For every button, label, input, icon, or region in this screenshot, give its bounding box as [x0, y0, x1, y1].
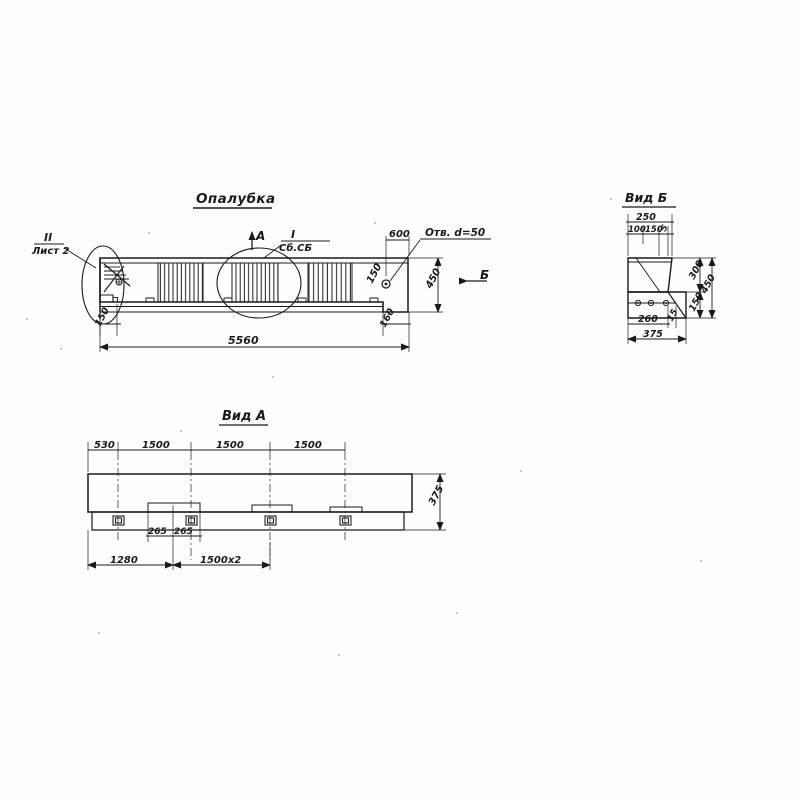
- view-a-centerlines: [117, 452, 346, 560]
- dim-600-label: 600: [389, 229, 410, 240]
- rib-band-2: [232, 263, 278, 302]
- sheet-ref-callout: II Лист 2: [31, 231, 97, 269]
- main-view-group: Опалубка: [31, 191, 491, 352]
- vb-dim-5-label: 5: [659, 223, 671, 233]
- rib-band-3-outline: [307, 262, 353, 303]
- view-a-bottom-dims: 1280 1500х2: [87, 530, 271, 570]
- view-a-anchor-pads: [147, 502, 363, 512]
- bottom-notches: [145, 297, 379, 302]
- rib-band-1: [158, 263, 203, 302]
- va-dim-530-label: 530: [94, 440, 115, 451]
- vb-dim-100-label: 100: [628, 225, 646, 235]
- rib-band-1-outline: [157, 262, 204, 303]
- va-dim-1500x2-label: 1500х2: [200, 555, 241, 566]
- dim-overall-length: 5560: [99, 312, 410, 352]
- left-insert-box: [112, 297, 118, 303]
- view-b-top-dims: 250 100 150 5: [626, 212, 674, 256]
- sheet-ref-leader: [63, 247, 97, 269]
- view-b-title: Вид Б: [625, 190, 667, 205]
- dim-hole-from-end: 600: [385, 229, 410, 276]
- va-dim-s1-label: 1500: [142, 440, 170, 451]
- view-a-arrow-label: А: [255, 229, 265, 243]
- detail-callout-i: I Сб.СБ: [263, 228, 330, 259]
- detail-bubble-i: [216, 247, 302, 319]
- dim-right-offset: 160: [378, 306, 411, 336]
- rib-band-2-outline: [231, 262, 279, 303]
- view-a-top-dims: 530 1500 1500 1500: [87, 440, 346, 472]
- rib-band-3: [308, 263, 352, 302]
- view-a-title: Вид А: [222, 409, 266, 424]
- vb-dim-150-label: 150: [645, 225, 663, 235]
- view-b-foot-slope: [667, 291, 687, 319]
- vb-dim-375-label: 375: [643, 329, 663, 340]
- va-dim-265b-label: 265: [174, 527, 193, 537]
- detail-callout-label: Сб.СБ: [279, 242, 312, 254]
- sheet-ref-roman: II: [44, 231, 52, 244]
- hole-note-leader: [389, 239, 421, 282]
- view-a-plate-outline: [87, 473, 413, 513]
- main-view-title: Опалубка: [196, 191, 276, 207]
- view-a-inserts: [112, 515, 352, 526]
- hole-note-group: Отв. d=50: [389, 227, 491, 282]
- view-a-arrow-mark: А: [248, 229, 265, 250]
- view-a-pad-dims: 265 265: [146, 505, 202, 542]
- hole-note-label: Отв. d=50: [425, 227, 485, 239]
- hole-d50: [381, 279, 391, 289]
- hole-d50-center: [384, 282, 388, 286]
- dim-5560-label: 5560: [228, 334, 259, 347]
- va-dim-s2-label: 1500: [216, 440, 244, 451]
- va-dim-265a-label: 265: [148, 527, 167, 537]
- view-a-group: Вид А: [87, 409, 446, 570]
- vb-dim-250-label: 250: [636, 212, 656, 223]
- view-b-arrow-mark: Б: [459, 268, 489, 285]
- view-b-bolt-holes: [634, 299, 670, 307]
- va-dim-s3-label: 1500: [294, 440, 322, 451]
- view-b-arrow-label: Б: [480, 268, 489, 282]
- va-dim-1280-label: 1280: [110, 555, 138, 566]
- sheet-ref-label: Лист 2: [31, 246, 70, 257]
- left-end-rungs: [104, 266, 129, 280]
- detail-callout-roman: I: [291, 228, 295, 241]
- detail-callout-leader: [263, 244, 282, 259]
- vb-dim-260-label: 260: [638, 314, 658, 325]
- view-b-web-inner-taper: [635, 257, 661, 293]
